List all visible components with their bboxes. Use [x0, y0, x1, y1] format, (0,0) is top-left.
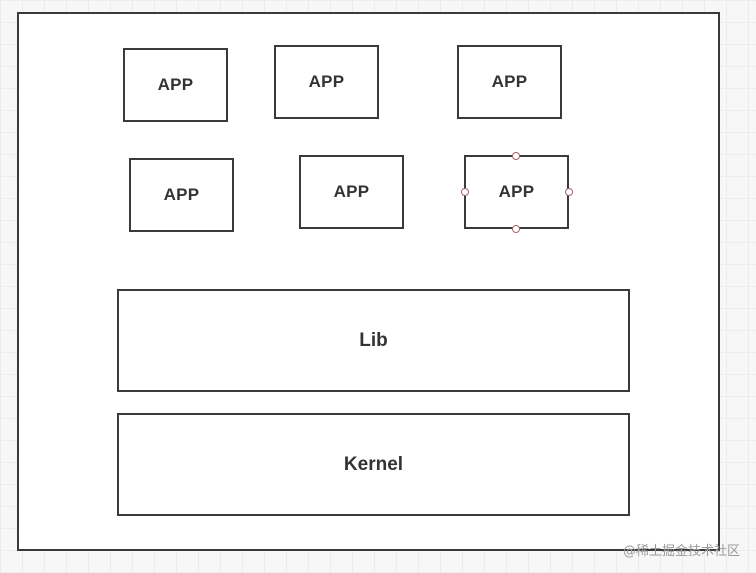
resize-handle-right[interactable] — [565, 188, 573, 196]
kernel-layer-box[interactable]: Kernel — [117, 413, 630, 516]
app-label: APP — [498, 182, 535, 201]
resize-handle-top[interactable] — [512, 152, 520, 160]
app-box-6-selected[interactable]: APP — [464, 155, 569, 229]
lib-label: Lib — [359, 329, 388, 351]
app-box-4[interactable]: APP — [129, 158, 234, 232]
app-label: APP — [491, 72, 528, 91]
app-box-1[interactable]: APP — [123, 48, 228, 122]
kernel-label: Kernel — [343, 453, 404, 475]
app-box-5[interactable]: APP — [299, 155, 404, 229]
app-box-3[interactable]: APP — [457, 45, 562, 119]
app-label: APP — [163, 185, 200, 204]
app-label: APP — [333, 182, 370, 201]
app-label: APP — [308, 72, 345, 91]
watermark-text: @稀土掘金技术社区 — [622, 544, 740, 559]
lib-layer-box[interactable]: Lib — [117, 289, 630, 392]
resize-handle-left[interactable] — [461, 188, 469, 196]
resize-handle-bottom[interactable] — [512, 225, 520, 233]
app-label: APP — [157, 75, 194, 94]
app-box-2[interactable]: APP — [274, 45, 379, 119]
